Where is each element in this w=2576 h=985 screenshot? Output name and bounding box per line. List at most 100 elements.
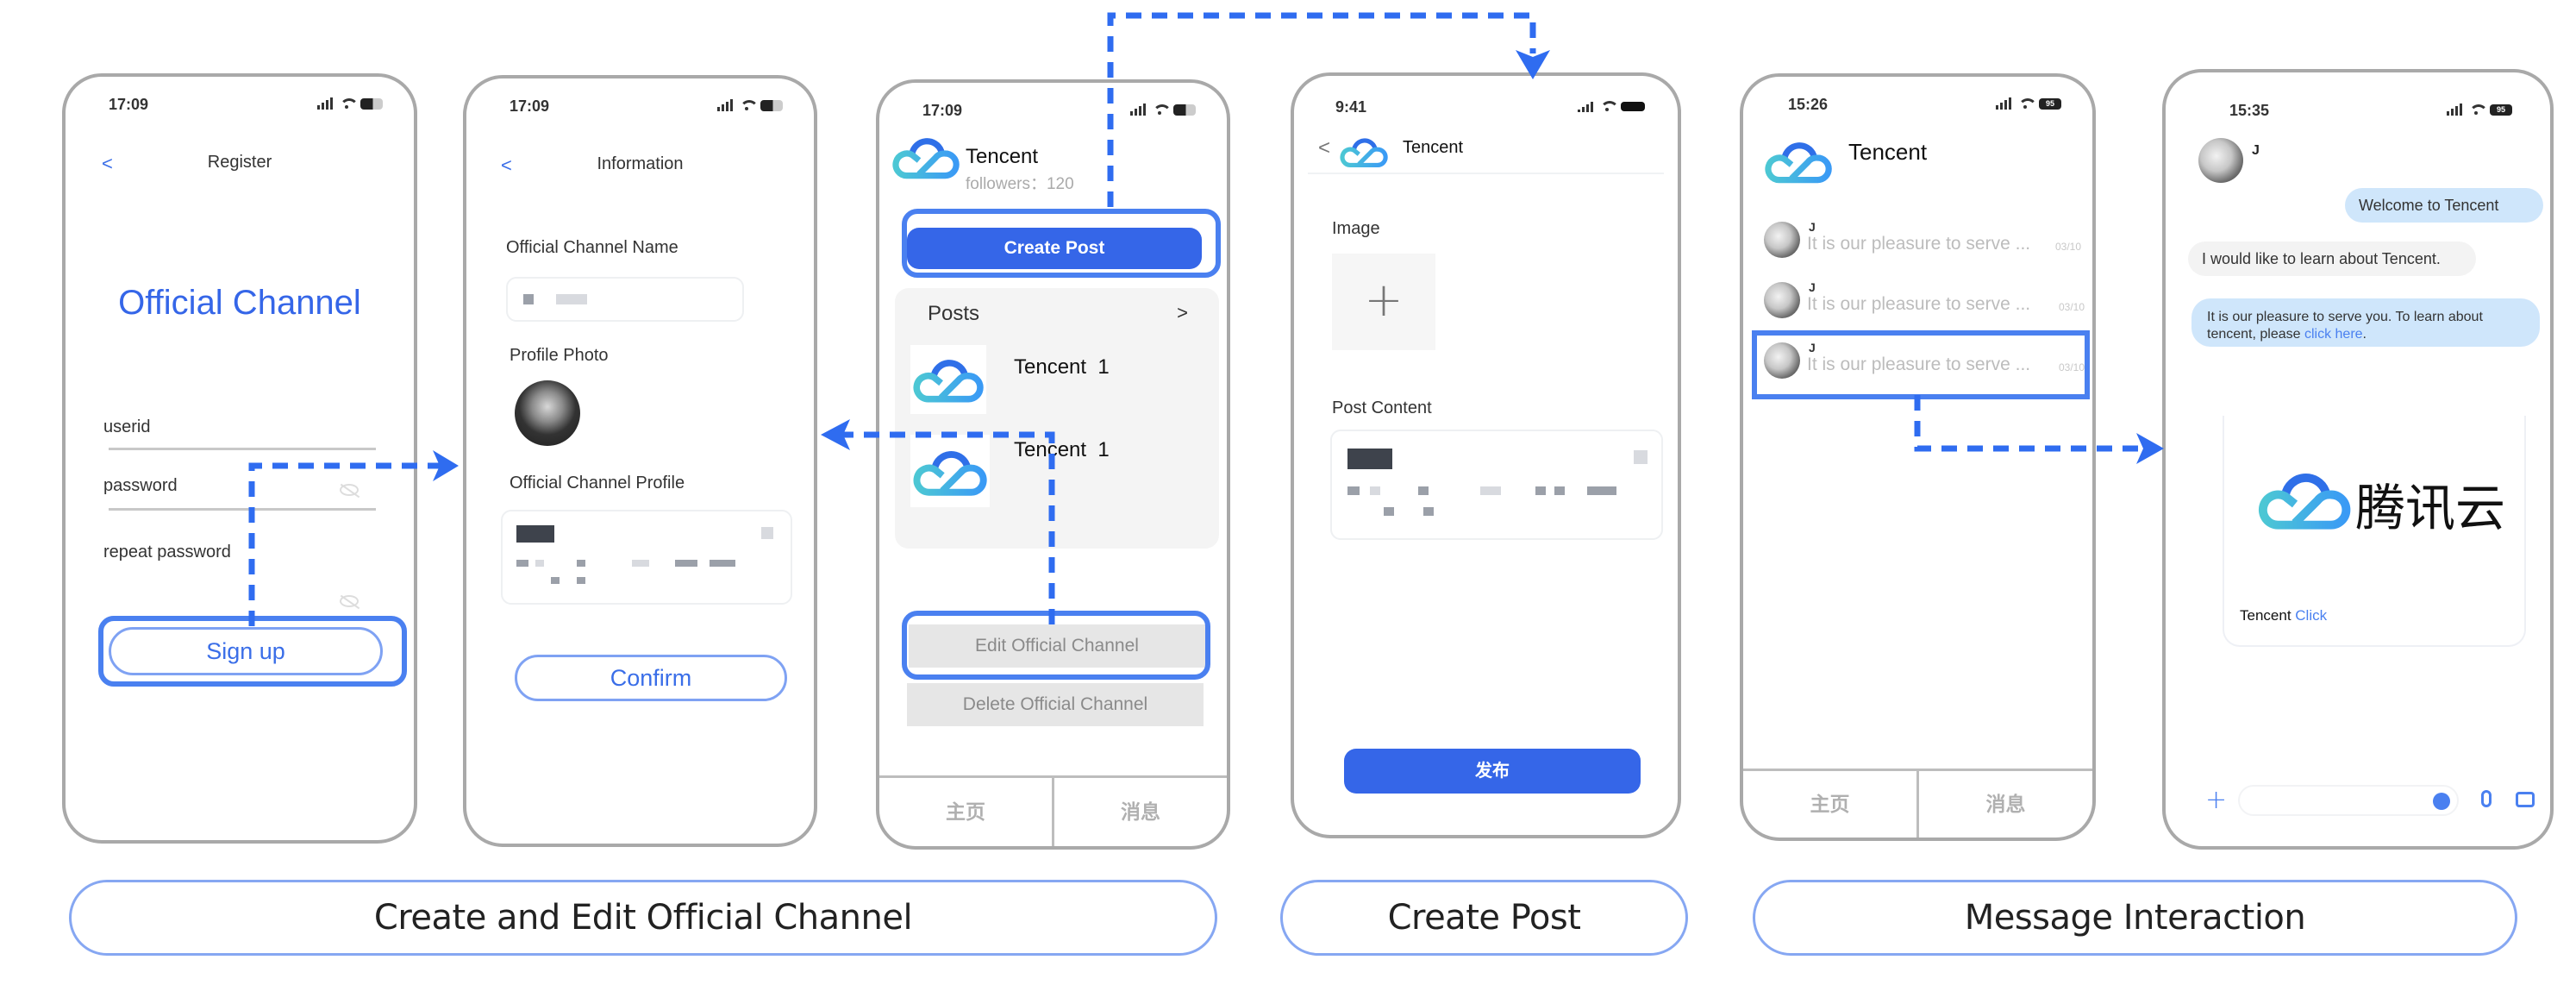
plus-icon: + — [1364, 273, 1404, 327]
post-item[interactable]: Tencent 1 — [910, 435, 1204, 507]
message-text: It is our pleasure to serve you. To lear… — [2207, 310, 2483, 342]
conversation-item[interactable]: J It is our pleasure to serve ... 03/10 — [1757, 215, 2085, 272]
conversation-preview: It is our pleasure to serve ... — [1807, 294, 2031, 314]
signal-icon — [717, 99, 733, 111]
post-thumbnail — [910, 435, 990, 507]
brand-name: 腾讯云 — [2355, 479, 2506, 537]
caption-create-post: Create Post — [1280, 880, 1688, 956]
chat-screen: 15:35 95 J Welcome to Tencent I would li… — [2162, 69, 2554, 850]
arrowhead-right — [433, 450, 459, 481]
tab-messages[interactable]: 消息 — [1052, 778, 1227, 846]
signal-icon — [317, 97, 333, 110]
edit-channel-highlight — [902, 611, 1210, 680]
create-post-button[interactable]: Create Post — [907, 228, 1202, 269]
channel-profile-input[interactable] — [501, 510, 792, 605]
tab-home[interactable]: 主页 — [1810, 793, 1850, 815]
edit-channel-button[interactable]: Edit Official Channel — [909, 624, 1205, 668]
message-bubble-sent: Welcome to Tencent — [2345, 188, 2543, 223]
message-input[interactable] — [2238, 785, 2459, 816]
contact-avatar — [2198, 138, 2243, 183]
add-attachment-icon[interactable]: + — [2205, 785, 2228, 815]
channel-name-label: Official Channel Name — [506, 238, 678, 257]
eye-slash-icon[interactable] — [340, 595, 359, 607]
emoji-icon[interactable] — [2433, 793, 2450, 810]
battery-level: 95 — [2039, 97, 2061, 110]
information-screen: 17:09 < Information Official Channel Nam… — [463, 75, 817, 847]
followers-count: followers：120 — [966, 175, 1074, 193]
tencent-cloud-logo — [1339, 135, 1389, 169]
tab-messages[interactable]: 消息 — [1916, 771, 2092, 838]
create-post-highlight — [902, 209, 1221, 278]
status-bar: 17:09 — [879, 102, 1227, 128]
status-bar: 17:09 — [466, 97, 814, 123]
post-content-label: Post Content — [1332, 398, 1432, 417]
conversation-item[interactable]: J It is our pleasure to serve ... 03/10 — [1757, 275, 2085, 332]
back-button[interactable]: < — [1318, 136, 1331, 160]
status-bar: 17:09 — [66, 96, 414, 122]
brand-banner: 腾讯云 — [2235, 457, 2510, 537]
back-button[interactable]: < — [501, 154, 512, 176]
contact-name: J — [2252, 143, 2260, 158]
status-time: 17:09 — [510, 97, 550, 115]
click-here-link[interactable]: click here — [2304, 327, 2363, 342]
channel-name: Tencent — [1403, 138, 1464, 157]
tencent-cloud-logo — [2257, 466, 2352, 533]
post-title: Tencent 1 — [1014, 355, 1110, 379]
eye-slash-icon[interactable] — [340, 484, 359, 496]
battery-icon — [1621, 101, 1645, 111]
tab-bar: 主页 消息 — [879, 775, 1227, 846]
wifi-icon — [1600, 101, 1619, 111]
password-input[interactable] — [109, 508, 376, 511]
channel-name: Tencent — [966, 145, 1039, 168]
back-button[interactable]: < — [102, 153, 113, 174]
link-card[interactable]: 腾讯云 Tencent Click — [2223, 416, 2526, 647]
caption-message-interaction: Message Interaction — [1753, 880, 2517, 956]
status-bar: 9:41 — [1294, 98, 1678, 124]
signal-icon — [1996, 97, 2011, 110]
signal-icon — [1578, 100, 1593, 112]
posts-more-chevron[interactable]: > — [1177, 302, 1188, 323]
channel-profile-label: Official Channel Profile — [510, 474, 685, 492]
wifi-icon — [1153, 104, 1172, 115]
wifi-icon — [740, 100, 759, 110]
avatar — [1764, 222, 1800, 258]
card-click-link[interactable]: Click — [2295, 607, 2328, 624]
posts-title: Posts — [928, 302, 980, 325]
battery-icon — [360, 97, 383, 110]
wifi-icon — [2018, 98, 2037, 109]
post-item[interactable]: Tencent 1 — [910, 345, 1204, 414]
message-text: . — [2362, 327, 2367, 342]
userid-input[interactable] — [109, 448, 376, 450]
add-image-button[interactable]: + — [1332, 254, 1435, 350]
channel-name-input[interactable] — [506, 277, 744, 322]
delete-channel-button[interactable]: Delete Official Channel — [907, 683, 1204, 726]
status-time: 15:26 — [1788, 96, 1829, 113]
microphone-icon[interactable] — [2481, 790, 2492, 807]
status-time: 9:41 — [1335, 98, 1367, 116]
profile-photo[interactable] — [515, 380, 580, 446]
posts-card: Posts > Tencent 1 Tencent 1 — [895, 288, 1219, 549]
post-content-input[interactable] — [1330, 430, 1663, 540]
signal-icon — [1130, 104, 1146, 116]
camera-icon[interactable] — [2516, 792, 2535, 807]
confirm-button[interactable]: Confirm — [515, 655, 787, 701]
conversation-date: 03/10 — [2055, 241, 2082, 253]
tab-home[interactable]: 主页 — [946, 800, 985, 823]
arrowhead-left — [821, 419, 850, 450]
conversation-date: 03/10 — [2059, 301, 2085, 313]
conversation-preview: It is our pleasure to serve ... — [1807, 234, 2031, 254]
status-time: 17:09 — [109, 96, 149, 113]
post-title: Tencent 1 — [1014, 438, 1110, 461]
register-screen: 17:09 < Register Official Channel userid… — [62, 73, 417, 844]
userid-label: userid — [103, 417, 151, 436]
battery-icon — [760, 99, 783, 111]
signup-button[interactable]: Sign up — [109, 627, 383, 675]
card-caption: Tencent Click — [2240, 607, 2327, 624]
header-divider — [1308, 173, 1664, 174]
publish-button[interactable]: 发布 — [1344, 749, 1641, 794]
channel-home-screen: 17:09 Tencent followers：120 Create Post … — [876, 79, 1230, 850]
conversation-item[interactable]: J It is our pleasure to serve ... 03/10 — [1757, 336, 2085, 392]
repeat-password-label: repeat password — [103, 543, 231, 562]
tencent-cloud-logo — [891, 133, 960, 181]
arrowhead-right — [2136, 433, 2164, 464]
